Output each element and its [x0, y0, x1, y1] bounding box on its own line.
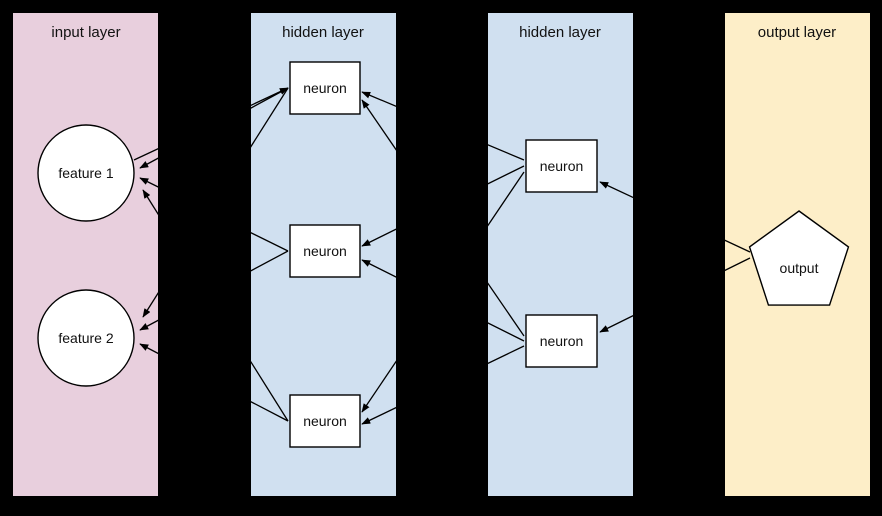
layer-rect-hidden-2 — [488, 13, 633, 496]
node-h1-neuron-2[interactable]: neuron — [289, 224, 361, 278]
node-label-h1-neuron-2: neuron — [303, 243, 347, 259]
node-rect-h1-neuron-1[interactable] — [289, 61, 361, 115]
node-rect-h2-neuron-2[interactable] — [525, 314, 598, 368]
edge-h1-neuron-2-to-feature-1 — [139, 177, 289, 252]
edge-output-node-to-h2-neuron-1 — [599, 181, 751, 253]
edge-h1-neuron-1-to-feature-2 — [142, 87, 289, 318]
node-circle-feature-1[interactable] — [37, 124, 135, 222]
layers-group: input layer hidden layer hidden layer outpu… — [13, 13, 870, 496]
edge-h2-neuron-2-to-h1-neuron-3 — [361, 345, 525, 425]
node-label-feature-1: feature 1 — [58, 165, 113, 181]
layer-panel-input: input layer — [13, 13, 158, 496]
node-rect-h1-neuron-3[interactable] — [289, 394, 361, 448]
edges-group — [133, 87, 751, 425]
layer-panel-hidden-2: hidden layer — [488, 13, 633, 496]
node-rect-h2-neuron-1[interactable] — [525, 139, 598, 193]
layer-title-hidden-1: hidden layer — [282, 24, 364, 41]
node-pentagon-output-node[interactable] — [748, 210, 850, 306]
node-h2-neuron-2[interactable]: neuron — [525, 314, 598, 368]
edge-h1-neuron-1-to-feature-1 — [139, 87, 289, 169]
node-h2-neuron-1[interactable]: neuron — [525, 139, 598, 193]
layer-title-input: input layer — [51, 24, 120, 41]
edge-h1-neuron-2-to-feature-2 — [139, 250, 289, 331]
node-circle-feature-2[interactable] — [37, 289, 135, 387]
edge-h1-neuron-3-to-feature-2 — [139, 343, 289, 422]
edge-h2-neuron-1-to-h1-neuron-3 — [361, 171, 525, 413]
node-label-h2-neuron-1: neuron — [540, 158, 584, 174]
node-feature-1[interactable]: feature 1 — [37, 124, 135, 222]
edge-h2-neuron-2-to-h1-neuron-1 — [361, 99, 525, 337]
edge-h2-neuron-1-to-h1-neuron-2 — [361, 165, 525, 247]
node-rect-h1-neuron-2[interactable] — [289, 224, 361, 278]
edge-feature-1-to-h1-neuron-1 — [133, 87, 289, 161]
node-output-node[interactable]: output — [748, 210, 850, 306]
node-h1-neuron-1[interactable]: neuron — [289, 61, 361, 115]
node-label-h2-neuron-2: neuron — [540, 333, 584, 349]
node-label-feature-2: feature 2 — [58, 330, 113, 346]
edge-output-node-to-h2-neuron-2 — [599, 257, 751, 333]
node-label-h1-neuron-3: neuron — [303, 413, 347, 429]
edge-h2-neuron-1-to-h1-neuron-1 — [361, 91, 525, 161]
node-feature-2[interactable]: feature 2 — [37, 289, 135, 387]
node-label-h1-neuron-1: neuron — [303, 80, 347, 96]
layer-title-hidden-2: hidden layer — [519, 24, 601, 41]
edge-h1-neuron-3-to-feature-1 — [142, 189, 289, 422]
layer-rect-input — [13, 13, 158, 496]
edge-h2-neuron-2-to-h1-neuron-2 — [361, 259, 525, 342]
layer-title-output: output layer — [758, 24, 836, 41]
nodes-group: feature 1 feature 2 neuron neuron neuron neur… — [37, 61, 850, 448]
node-label-output-node: output — [780, 260, 819, 276]
node-h1-neuron-3[interactable]: neuron — [289, 394, 361, 448]
